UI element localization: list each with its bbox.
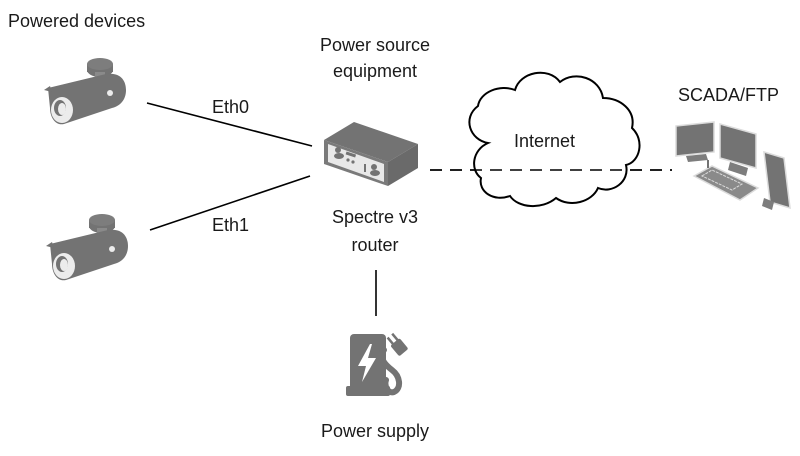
eth1-label: Eth1 (212, 215, 250, 235)
power-supply-label: Power supply (320, 421, 430, 441)
router-top-label-line2: equipment (332, 61, 418, 81)
camera-icon (44, 58, 126, 125)
router-icon (324, 122, 418, 186)
router-bottom-label-line1: Spectre v3 (331, 207, 419, 227)
eth0-label: Eth0 (212, 97, 250, 117)
link-eth1 (149, 175, 311, 231)
link-eth0 (146, 102, 313, 147)
internet-label: Internet (514, 131, 576, 151)
power-supply-icon (346, 332, 408, 396)
camera-icon (46, 214, 128, 281)
workstation-icon (675, 121, 791, 210)
router-bottom-label-line2: router (351, 235, 399, 255)
powered-devices-label: Powered devices (8, 11, 146, 31)
cloud-icon (468, 71, 641, 207)
scada-label: SCADA/FTP (678, 85, 780, 105)
router-top-label-line1: Power source (319, 35, 431, 55)
